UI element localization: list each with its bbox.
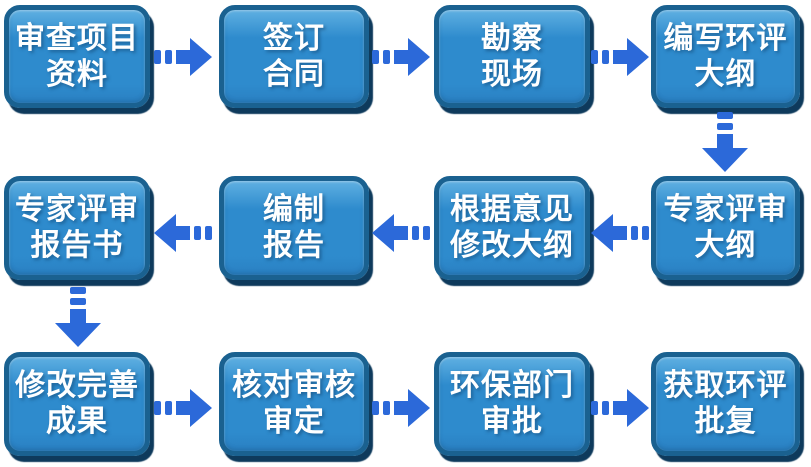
flow-arrow-left-icon (591, 214, 649, 252)
flow-node-label-line: 编制 (263, 193, 325, 226)
flow-node-label-line: 修改完善 (15, 369, 139, 402)
flow-node-review-project-materials: 审查项目 资料 (4, 5, 150, 108)
flow-node-label-line: 报告书 (30, 229, 124, 262)
flow-node-label-line: 审批 (481, 405, 543, 438)
flow-arrow-right-icon (372, 38, 430, 76)
flow-node-site-survey: 勘察 现场 (434, 5, 590, 108)
flow-arrow-left-icon (154, 214, 212, 252)
flow-node-label-line: 报告 (263, 229, 325, 262)
flow-node-label-line: 审查项目 (15, 21, 139, 55)
flow-node-label-line: 专家评审 (663, 193, 788, 226)
flow-arrow-down-icon (55, 287, 101, 347)
flow-arrow-right-icon (154, 38, 212, 76)
flow-node-label-line: 环保部门 (450, 369, 574, 402)
flow-arrow-right-icon (372, 389, 430, 427)
flow-node-compile-report: 编制 报告 (219, 176, 369, 280)
flow-node-label-line: 核对审核 (232, 369, 356, 402)
flow-node-label-line: 勘察 (481, 21, 543, 55)
flow-node-draft-eia-outline: 编写环评 大纲 (651, 5, 800, 108)
flow-node-revise-outline-per-comments: 根据意见 修改大纲 (434, 176, 590, 280)
flow-node-label-line: 修改大纲 (450, 229, 574, 262)
flow-node-label-line: 专家评审 (15, 193, 139, 226)
flow-node-label-line: 资料 (46, 57, 108, 91)
flow-node-revise-improve-results: 修改完善 成果 (4, 352, 150, 456)
flow-node-label-line: 审定 (263, 405, 325, 438)
flow-node-sign-contract: 签订 合同 (219, 5, 369, 108)
flow-node-obtain-eia-approval: 获取环评 批复 (651, 352, 800, 456)
flow-node-label-line: 获取环评 (663, 369, 788, 402)
flow-node-label-line: 现场 (481, 57, 543, 91)
flow-node-label-line: 根据意见 (450, 193, 574, 226)
flow-arrow-right-icon (591, 38, 649, 76)
flow-node-check-review-finalize: 核对审核 审定 (219, 352, 369, 456)
flow-node-label-line: 批复 (694, 405, 757, 438)
flow-node-expert-review-outline: 专家评审 大纲 (651, 176, 800, 280)
flow-node-label-line: 成果 (46, 405, 108, 438)
flow-arrow-down-icon (702, 112, 748, 172)
flow-node-expert-review-report: 专家评审 报告书 (4, 176, 150, 280)
flow-node-label-line: 大纲 (694, 57, 757, 91)
flow-node-epa-department-approval: 环保部门 审批 (434, 352, 590, 456)
flow-node-label-line: 大纲 (694, 229, 757, 262)
flow-arrow-right-icon (154, 389, 212, 427)
flow-node-label-line: 签订 (263, 21, 325, 55)
flow-node-label-line: 编写环评 (663, 21, 788, 55)
flow-arrow-right-icon (591, 389, 649, 427)
flow-arrow-left-icon (372, 214, 430, 252)
flow-node-label-line: 合同 (263, 57, 325, 91)
